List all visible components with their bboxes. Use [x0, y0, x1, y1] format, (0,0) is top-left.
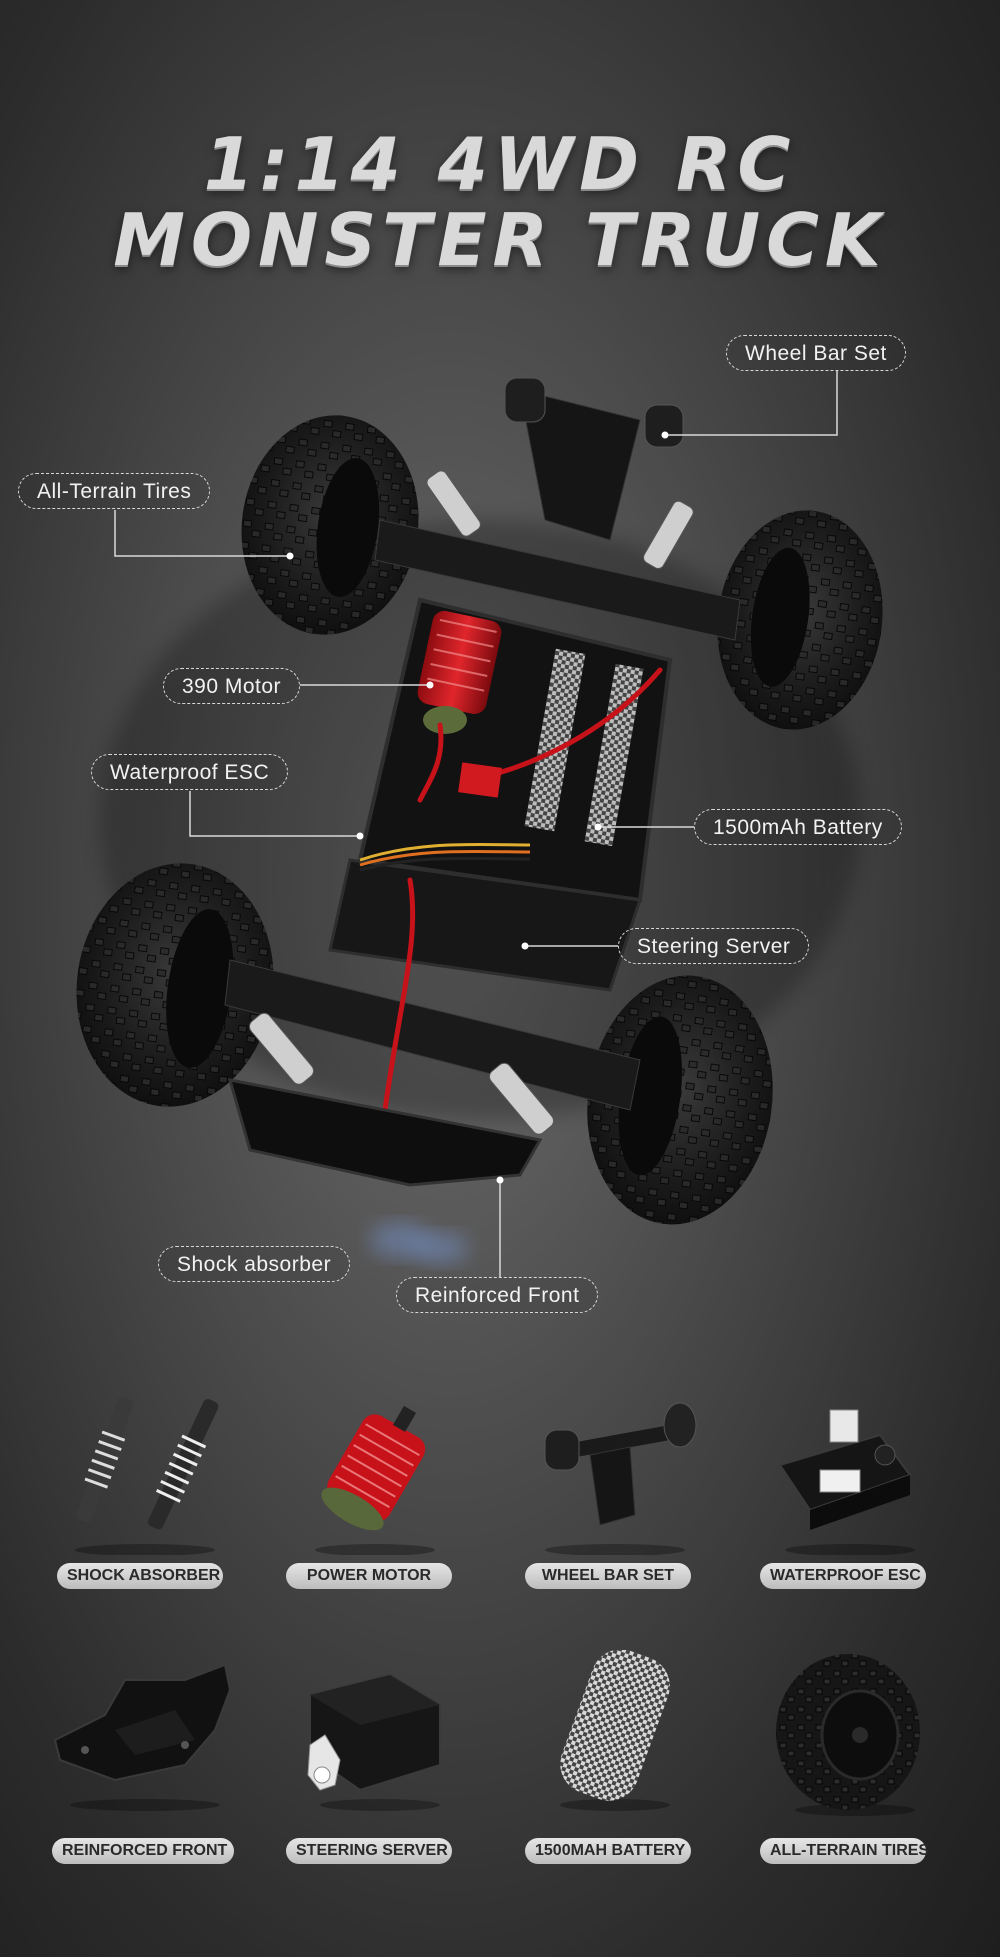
callout-reinforced-front: Reinforced Front	[396, 1277, 599, 1313]
part-label: REINFORCED FRONT	[52, 1838, 234, 1864]
callout-shock-absorber: Shock absorber	[158, 1246, 351, 1282]
motor-icon	[315, 1405, 435, 1555]
part-label: STEERING SERVER	[286, 1838, 452, 1864]
tire-front-left	[241, 415, 419, 635]
page-title-line2: MONSTER TRUCK	[113, 198, 887, 282]
part-card-reinforced-front: REINFORCED FRONT	[45, 1650, 255, 1864]
part-label: SHOCK ABSORBER	[57, 1563, 223, 1589]
callout-all-terrain-tires: All-Terrain Tires	[18, 473, 211, 509]
part-label: WHEEL BAR SET	[525, 1563, 691, 1589]
reinforced-bumper	[227, 1078, 543, 1187]
part-card-all-terrain-tires: ALL-TERRAIN TIRES	[760, 1650, 970, 1864]
tire-icon	[776, 1654, 920, 1816]
battery-icon	[560, 1650, 670, 1811]
callout-390-motor: 390 Motor	[163, 668, 301, 704]
motor-390	[417, 610, 502, 734]
part-card-wheel-bar-set: WHEEL BAR SET	[520, 1385, 730, 1589]
part-label: WATERPROOF ESC	[760, 1563, 926, 1589]
shock-absorber-icon	[75, 1397, 219, 1555]
wheel-bar-icon	[544, 1402, 697, 1555]
part-card-power-motor: POWER MOTOR	[280, 1385, 490, 1589]
wheelie-bar	[504, 377, 684, 541]
callout-leader-lines	[114, 371, 838, 1277]
part-card-shock-absorber: SHOCK ABSORBER	[45, 1385, 255, 1589]
page-title-line1: 1:14 4WD RC	[203, 122, 797, 206]
part-card-battery: 1500MAH BATTERY	[520, 1650, 730, 1864]
tire-rear-right	[587, 975, 773, 1225]
servo-icon	[307, 1673, 441, 1811]
part-card-steering-server: STEERING SERVER	[280, 1650, 490, 1864]
tire-rear-left	[76, 863, 274, 1107]
esc-icon	[778, 1409, 915, 1555]
part-label: ALL-TERRAIN TIRES	[760, 1838, 929, 1864]
callout-battery: 1500mAh Battery	[694, 809, 902, 845]
bumper-icon	[53, 1663, 232, 1811]
callout-waterproof-esc: Waterproof ESC	[91, 754, 289, 790]
part-label: POWER MOTOR	[286, 1563, 452, 1589]
tire-front-right	[717, 510, 883, 730]
part-card-waterproof-esc: WATERPROOF ESC	[760, 1385, 970, 1589]
callout-wheel-bar-set: Wheel Bar Set	[726, 335, 906, 371]
part-label: 1500MAH BATTERY	[525, 1838, 691, 1864]
callout-steering-server: Steering Server	[618, 928, 810, 964]
